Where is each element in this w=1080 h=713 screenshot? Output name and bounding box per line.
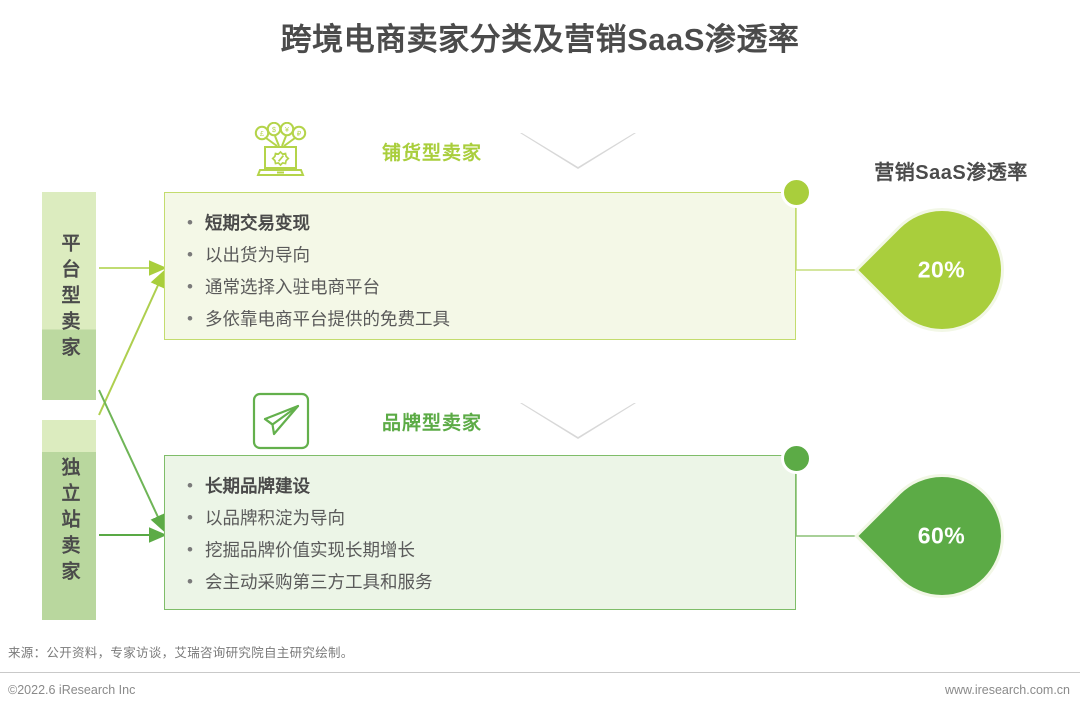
chevron-down-icon (520, 403, 637, 439)
node-dot-distribution (781, 177, 812, 208)
bullet-dot: • (187, 309, 193, 328)
bullet-item: • 挖掘品牌价值实现长期增长 (187, 534, 795, 566)
bullet-dot: • (187, 508, 193, 527)
node-dot-brand (781, 443, 812, 474)
copyright-text: ©2022.6 iResearch Inc (8, 683, 136, 697)
chevron-down-icon (520, 133, 637, 169)
bullet-text: 短期交易变现 (205, 213, 310, 233)
bullet-dot: • (187, 213, 193, 232)
page-title: 跨境电商卖家分类及营销SaaS渗透率 (280, 22, 800, 57)
bullet-item: • 多依靠电商平台提供的免费工具 (187, 303, 795, 335)
metric-value: 20% (918, 256, 966, 283)
bullet-dot: • (187, 476, 193, 495)
bullet-dot: • (187, 572, 193, 591)
bullet-text: 长期品牌建设 (205, 476, 310, 496)
category-label: 平台型卖家 (58, 233, 80, 363)
metric-drop-distribution: 20% (854, 182, 1030, 358)
content-box-distribution-seller: • 短期交易变现 • 以出货为导向 • 通常选择入驻电商平台 • 多依靠电商平台… (164, 192, 796, 340)
section-title-brand-seller: 品牌型卖家 (382, 412, 483, 434)
bullet-dot: • (187, 277, 193, 296)
footer-divider (0, 672, 1080, 673)
section-title-distribution-seller: 铺货型卖家 (382, 142, 483, 164)
section-header-distribution-seller: £ $ ¥ ₽ 铺货型卖家 (250, 120, 637, 182)
bullet-item: • 以品牌积淀为导向 (187, 502, 795, 534)
bullet-dot: • (187, 245, 193, 264)
right-panel-title: 营销SaaS渗透率 (874, 162, 1028, 184)
bullet-item: • 会主动采购第三方工具和服务 (187, 566, 795, 598)
bullet-text: 以出货为导向 (205, 245, 310, 265)
bullet-text: 挖掘品牌价值实现长期增长 (205, 540, 415, 560)
bullet-text: 多依靠电商平台提供的免费工具 (205, 309, 450, 329)
section-header-brand-seller: 品牌型卖家 (250, 390, 637, 452)
svg-text:¥: ¥ (285, 127, 289, 134)
source-note: 来源：公开资料，专家访谈，艾瑞咨询研究院自主研究绘制。 (8, 646, 354, 660)
paper-plane-icon (250, 391, 312, 451)
bullet-item: • 通常选择入驻电商平台 (187, 271, 795, 303)
category-bar-independent-site-seller[interactable]: 独立站卖家 (42, 420, 96, 620)
metric-value: 60% (918, 522, 966, 549)
bullet-text: 会主动采购第三方工具和服务 (205, 572, 433, 592)
laptop-money-icon: £ $ ¥ ₽ (250, 121, 312, 181)
svg-text:£: £ (260, 131, 264, 138)
category-label: 独立站卖家 (58, 457, 80, 587)
content-box-brand-seller: • 长期品牌建设 • 以品牌积淀为导向 • 挖掘品牌价值实现长期增长 • 会主动… (164, 455, 796, 610)
bullet-item: • 以出货为导向 (187, 239, 795, 271)
website-link[interactable]: www.iresearch.com.cn (944, 683, 1070, 697)
bullet-dot: • (187, 540, 193, 559)
metric-drop-brand: 60% (854, 448, 1030, 624)
svg-text:$: $ (272, 127, 276, 134)
bullet-text: 通常选择入驻电商平台 (205, 277, 380, 297)
bullet-item: • 长期品牌建设 (187, 470, 795, 502)
category-bar-platform-seller[interactable]: 平台型卖家 (42, 192, 96, 400)
svg-text:₽: ₽ (297, 130, 302, 138)
bullet-text: 以品牌积淀为导向 (205, 508, 345, 528)
bullet-item: • 短期交易变现 (187, 207, 795, 239)
